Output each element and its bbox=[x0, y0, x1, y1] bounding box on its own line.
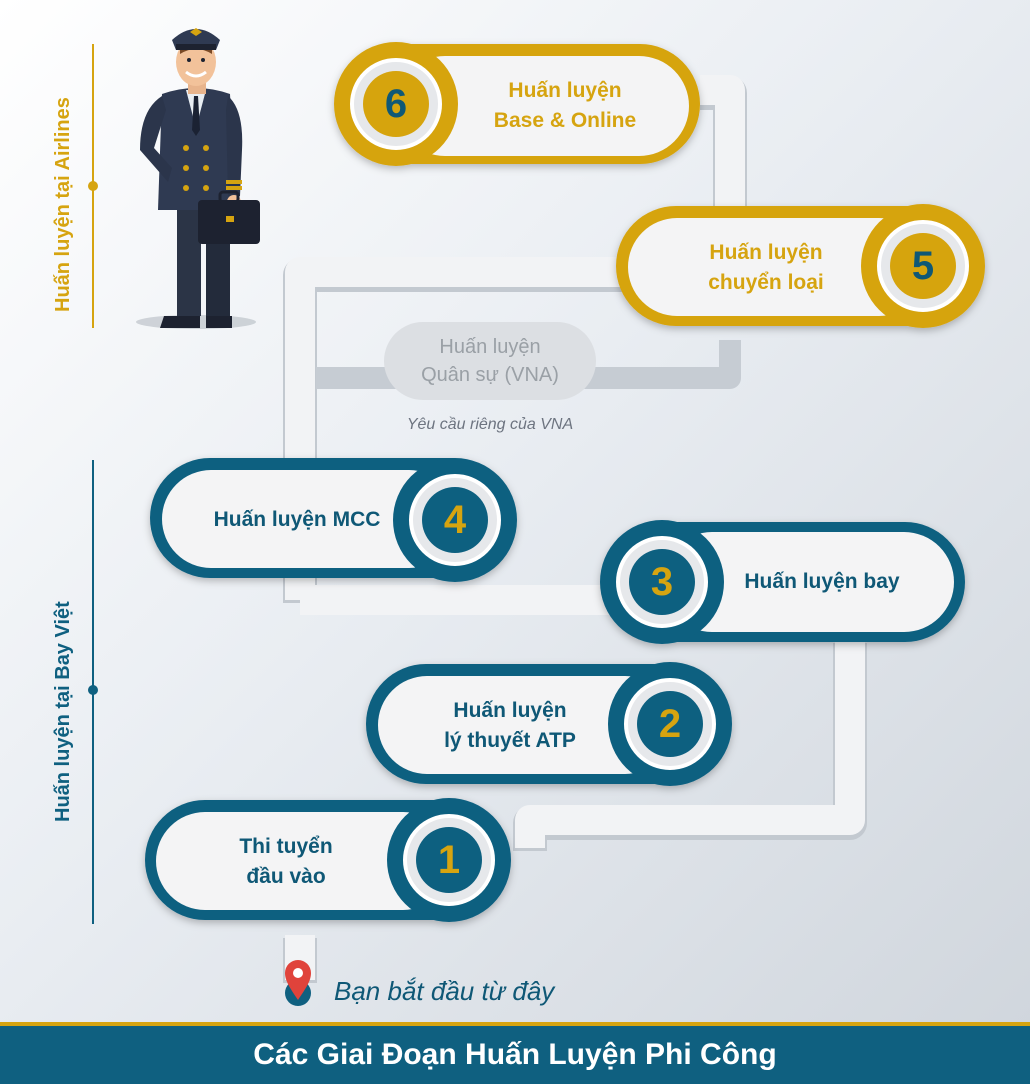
step-4-pill bbox=[150, 458, 517, 582]
step-4-number: 4 bbox=[443, 498, 467, 542]
step-3-label: Huấn luyện bay bbox=[744, 570, 900, 593]
military-training-label: Huấn luyện Quân sự (VNA) bbox=[421, 336, 559, 386]
step-2-pill bbox=[366, 662, 732, 786]
bay-viet-stage-label: Huấn luyện tại Bay Việt bbox=[52, 601, 74, 822]
step-3-number: 3 bbox=[650, 560, 674, 604]
step-6-label: Huấn luyện Base & Online bbox=[493, 79, 637, 132]
step-5-number: 5 bbox=[911, 244, 935, 288]
pilot-illustration bbox=[136, 28, 260, 329]
step-5-pill bbox=[616, 204, 985, 328]
step-2-number: 2 bbox=[658, 702, 682, 746]
footer-bar: Các Giai Đoạn Huấn Luyện Phi Công bbox=[0, 1022, 1030, 1084]
location-pin-icon bbox=[285, 960, 311, 1006]
step-6-number: 6 bbox=[384, 82, 408, 126]
step-5-label: Huấn luyện chuyển loại bbox=[708, 241, 824, 294]
footer-title: Các Giai Đoạn Huấn Luyện Phi Công bbox=[253, 1038, 777, 1071]
step-4-label: Huấn luyện MCC bbox=[213, 508, 381, 531]
airlines-stage-label: Huấn luyện tại Airlines bbox=[52, 97, 74, 312]
step-1-number: 1 bbox=[437, 838, 461, 882]
military-training-note: Yêu cầu riêng của VNA bbox=[406, 416, 574, 433]
step-3-pill bbox=[600, 520, 965, 644]
step-6-pill bbox=[334, 42, 700, 166]
side-line-bay-viet bbox=[88, 460, 98, 924]
step-1-label: Thi tuyển đầu vào bbox=[239, 835, 333, 888]
step-1-pill bbox=[145, 798, 511, 922]
military-pill bbox=[384, 322, 596, 400]
step-2-label: Huấn luyện lý thuyết ATP bbox=[444, 699, 576, 752]
start-label: Bạn bắt đầu từ đây bbox=[334, 976, 555, 1006]
side-line-airlines bbox=[88, 44, 98, 328]
